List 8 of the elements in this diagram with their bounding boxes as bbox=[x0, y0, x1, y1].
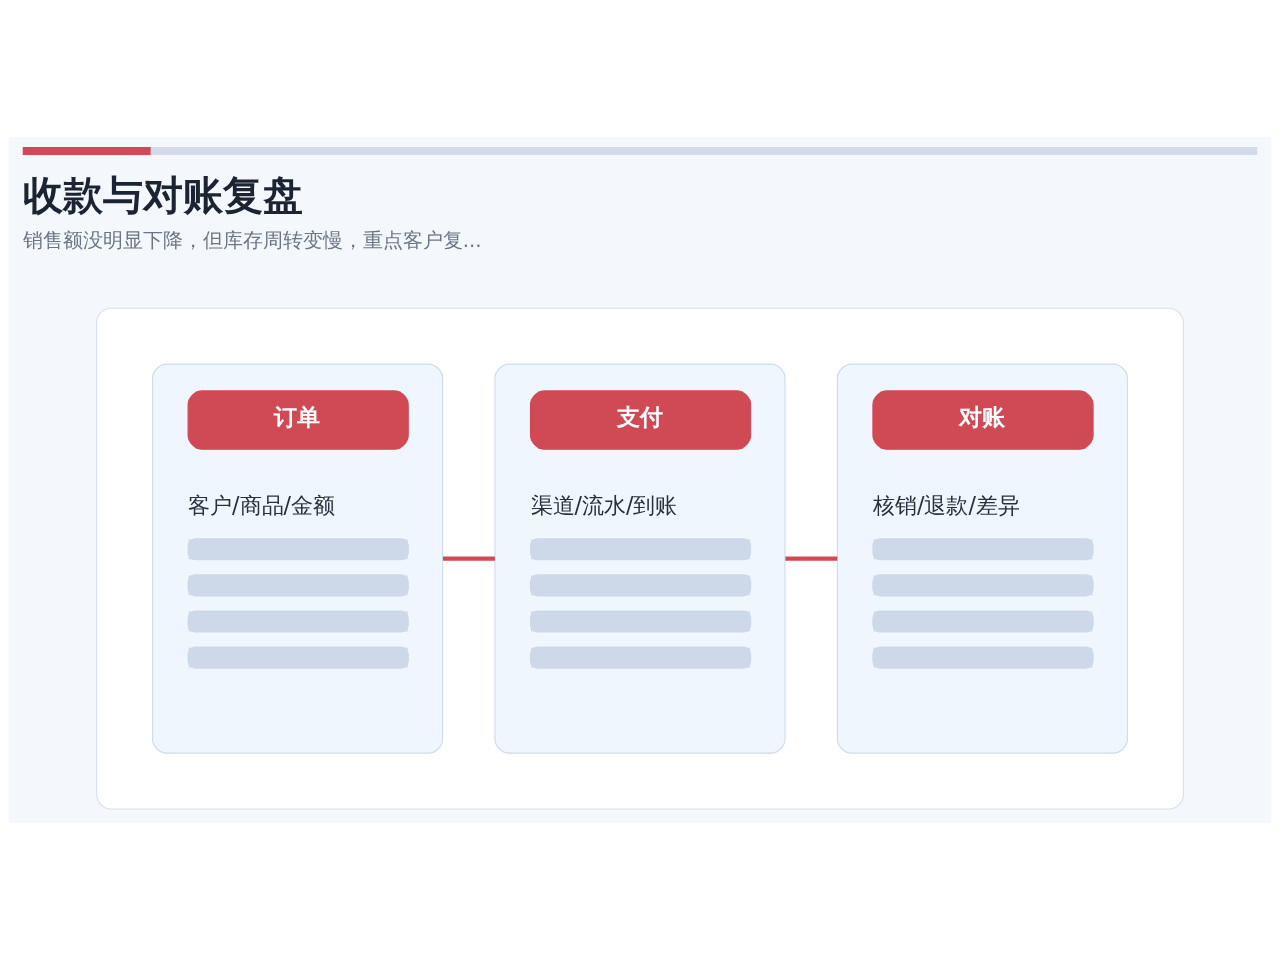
node-box: 对账 核销/退款/差异 bbox=[836, 363, 1128, 754]
node-box: 支付 渠道/流水/到账 bbox=[494, 363, 786, 754]
cluster bbox=[96, 307, 1184, 810]
diagram-title: 收款与对账复盘 bbox=[22, 171, 303, 218]
caption: 销售额没明显下降，但库存周转变慢，重点客户复... bbox=[22, 228, 482, 252]
connector bbox=[785, 556, 838, 561]
connector bbox=[442, 556, 495, 561]
node-box: 订单 客户/商品/金额 bbox=[152, 363, 444, 754]
